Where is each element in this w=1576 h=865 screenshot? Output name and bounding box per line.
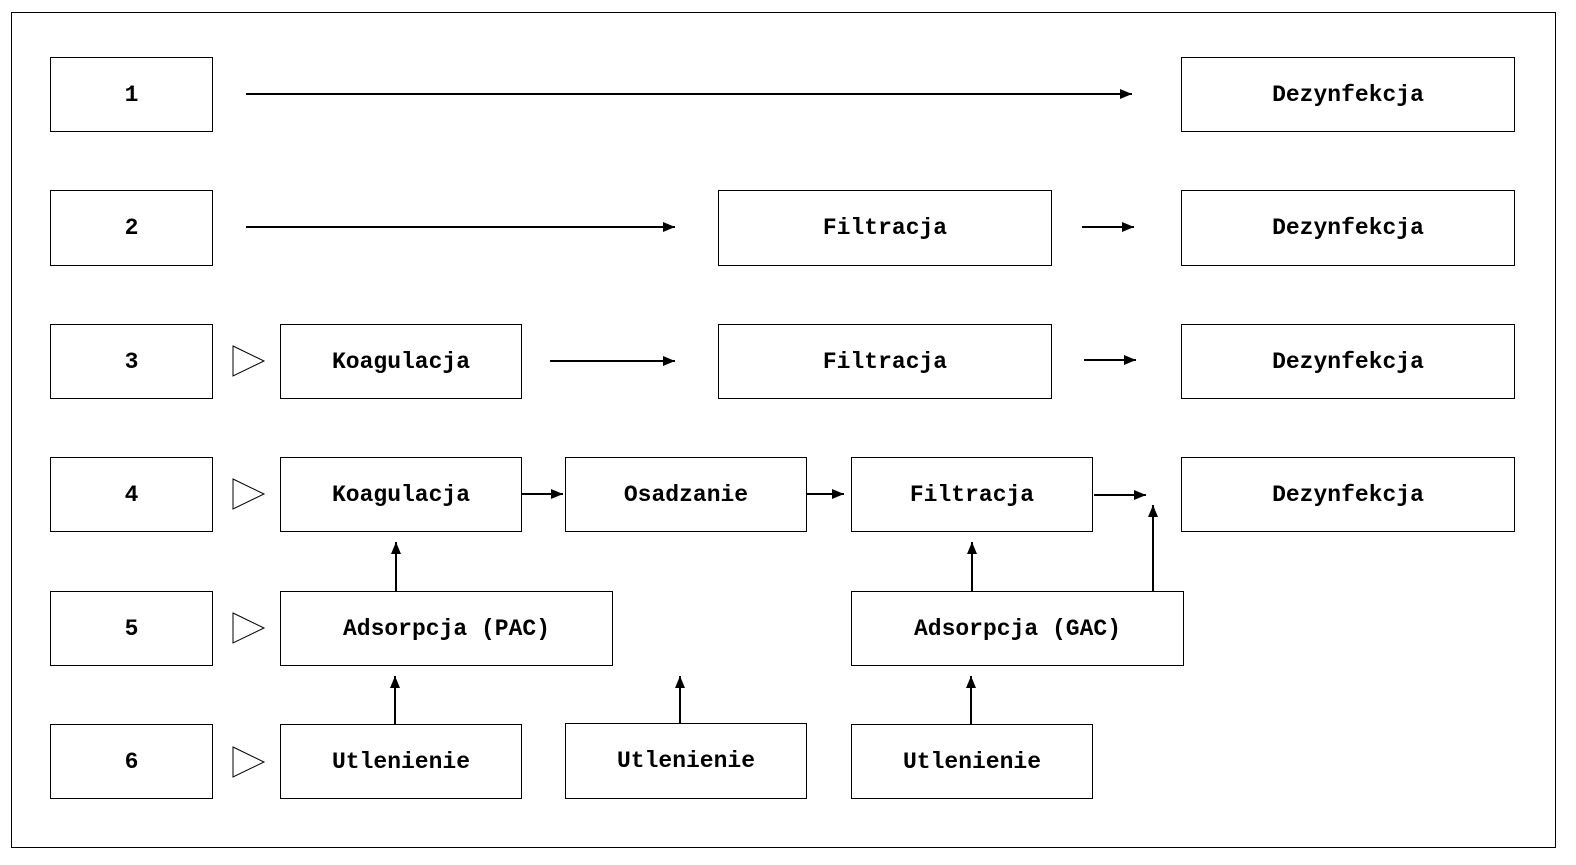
- row4-sedimentation-box: Osadzanie: [565, 457, 807, 532]
- row-number-1: 1: [50, 57, 213, 132]
- row5-adsorption-gac-box: Adsorpcja (GAC): [851, 591, 1184, 666]
- row6-triangle-marker: [232, 746, 266, 778]
- row-number-3: 3: [50, 324, 213, 399]
- row5-adsorption-pac-box: Adsorpcja (PAC): [280, 591, 613, 666]
- row-number-6: 6: [50, 724, 213, 799]
- row-number-4: 4: [50, 457, 213, 532]
- row4-triangle-marker: [232, 478, 266, 510]
- row-number-5: 5: [50, 591, 213, 666]
- diagram-frame: [11, 12, 1556, 848]
- row4-filtration-box: Filtracja: [851, 457, 1093, 532]
- row3-disinfection-box: Dezynfekcja: [1181, 324, 1515, 399]
- row3-triangle-marker: [232, 345, 266, 377]
- row4-disinfection-box: Dezynfekcja: [1181, 457, 1515, 532]
- row6-oxidation-box-3: Utlenienie: [851, 724, 1093, 799]
- row3-filtration-box: Filtracja: [718, 324, 1052, 399]
- row4-coagulation-box: Koagulacja: [280, 457, 522, 532]
- row2-filtration-box: Filtracja: [718, 190, 1052, 266]
- row3-coagulation-box: Koagulacja: [280, 324, 522, 399]
- row5-triangle-marker: [232, 612, 266, 644]
- row6-oxidation-box-2: Utlenienie: [565, 723, 807, 799]
- row2-disinfection-box: Dezynfekcja: [1181, 190, 1515, 266]
- row-number-2: 2: [50, 190, 213, 266]
- row6-oxidation-box-1: Utlenienie: [280, 724, 522, 799]
- row1-disinfection-box: Dezynfekcja: [1181, 57, 1515, 132]
